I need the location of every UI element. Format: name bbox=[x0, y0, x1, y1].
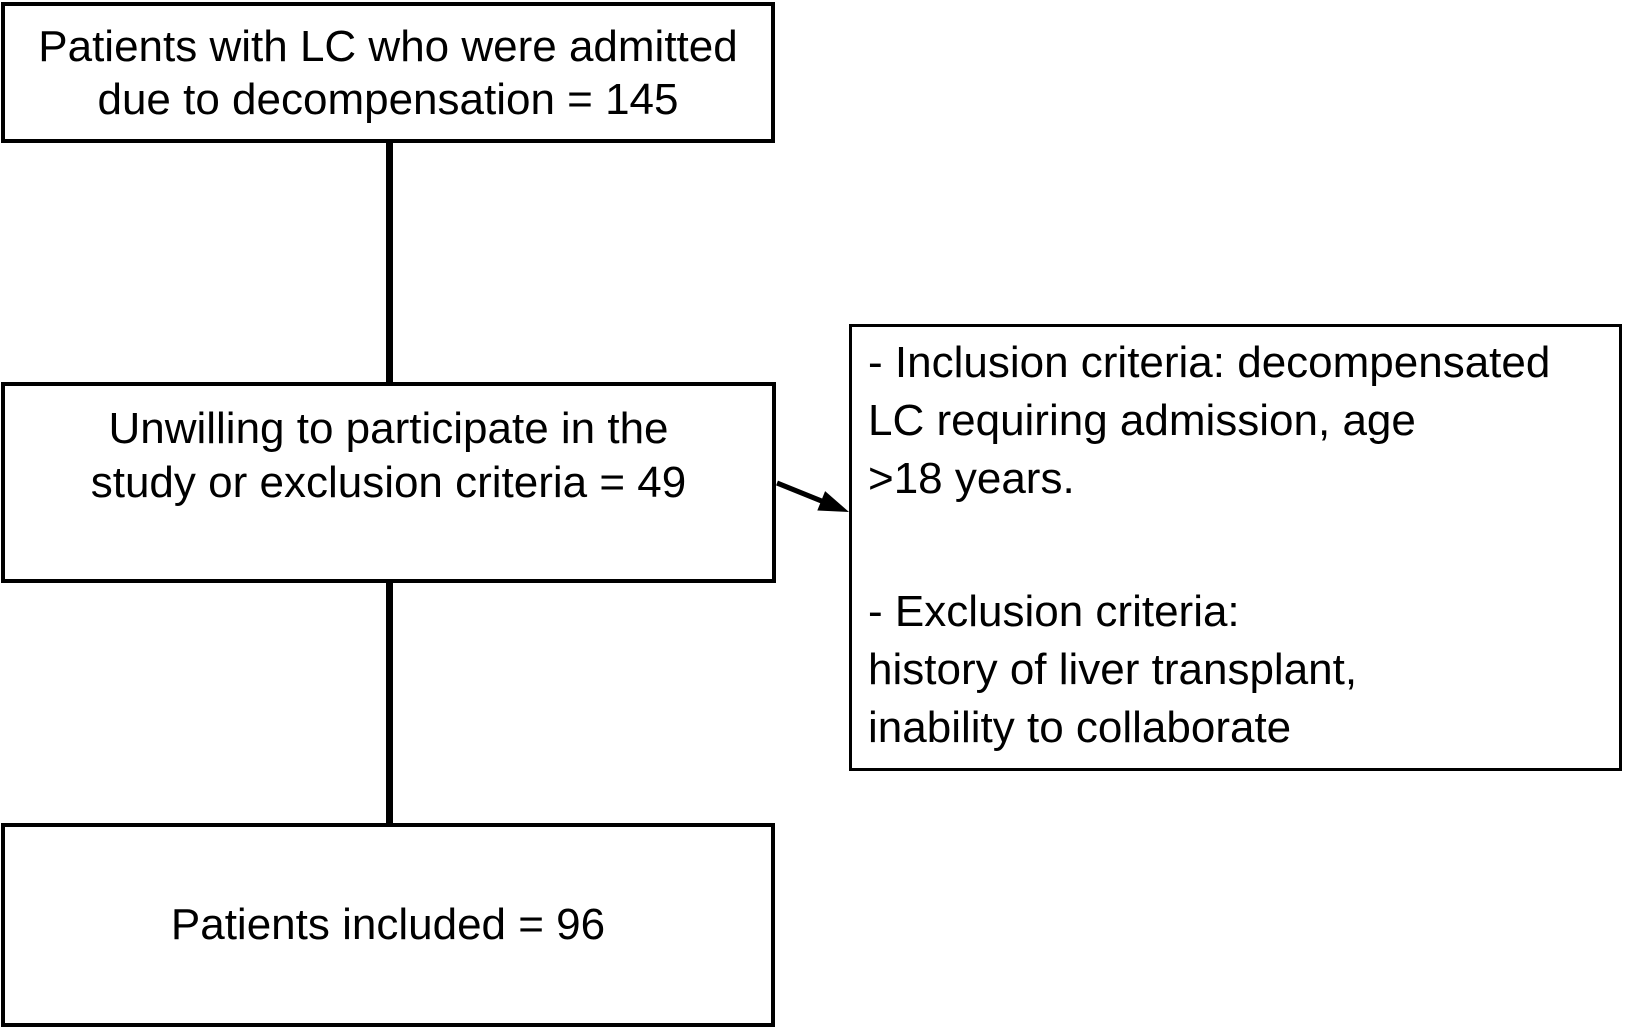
admitted-text-line2: due to decompensation = 145 bbox=[97, 74, 679, 124]
box-admitted-patients: Patients with LC who were admitted due t… bbox=[1, 2, 775, 143]
box-excluded-patients: Unwilling to participate in the study or… bbox=[1, 382, 776, 583]
criteria-paragraph-spacer bbox=[868, 508, 1605, 583]
included-text: Patients included = 96 bbox=[170, 900, 606, 949]
admitted-text-line1: Patients with LC who were admitted bbox=[38, 21, 738, 71]
criteria-arrow-head-icon bbox=[817, 491, 849, 512]
box-criteria: - Inclusion criteria: decompensated LC r… bbox=[849, 324, 1622, 771]
excluded-text-line2: study or exclusion criteria = 49 bbox=[90, 458, 687, 507]
exclusion-criteria-line3: inability to collaborate bbox=[868, 703, 1292, 752]
inclusion-criteria-line2: LC requiring admission, age bbox=[868, 396, 1416, 445]
inclusion-criteria-line3: >18 years. bbox=[868, 454, 1075, 503]
exclusion-criteria-line1: - Exclusion criteria: bbox=[868, 587, 1240, 636]
exclusion-criteria-line2: history of liver transplant, bbox=[868, 645, 1358, 694]
box-included-patients: Patients included = 96 bbox=[1, 823, 775, 1027]
excluded-text-line1: Unwilling to participate in the bbox=[108, 404, 669, 453]
inclusion-criteria-line1: - Inclusion criteria: decompensated bbox=[868, 338, 1551, 387]
criteria-arrow-shaft bbox=[776, 480, 825, 505]
